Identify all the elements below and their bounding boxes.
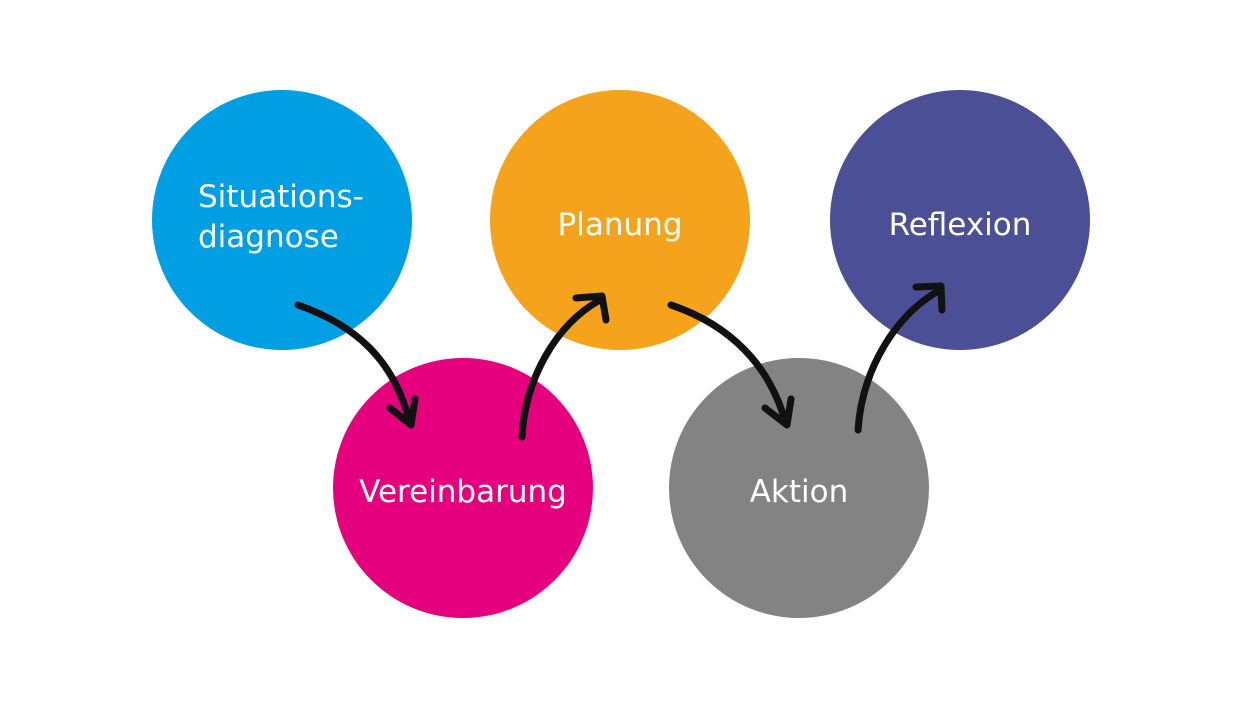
node-reflexion: Reflexion bbox=[830, 90, 1090, 350]
node-label-vereinbarung: Vereinbarung bbox=[359, 474, 567, 510]
node-aktion: Aktion bbox=[669, 358, 929, 618]
node-label-reflexion: Reflexion bbox=[888, 207, 1032, 243]
node-situationsdiagnose: Situations- diagnose bbox=[152, 90, 412, 350]
node-label-aktion: Aktion bbox=[749, 474, 849, 510]
node-planung: Planung bbox=[490, 90, 750, 350]
node-vereinbarung: Vereinbarung bbox=[333, 358, 593, 618]
node-label-situationsdiagnose: Situations- diagnose bbox=[198, 179, 364, 255]
node-label-planung: Planung bbox=[557, 207, 683, 243]
